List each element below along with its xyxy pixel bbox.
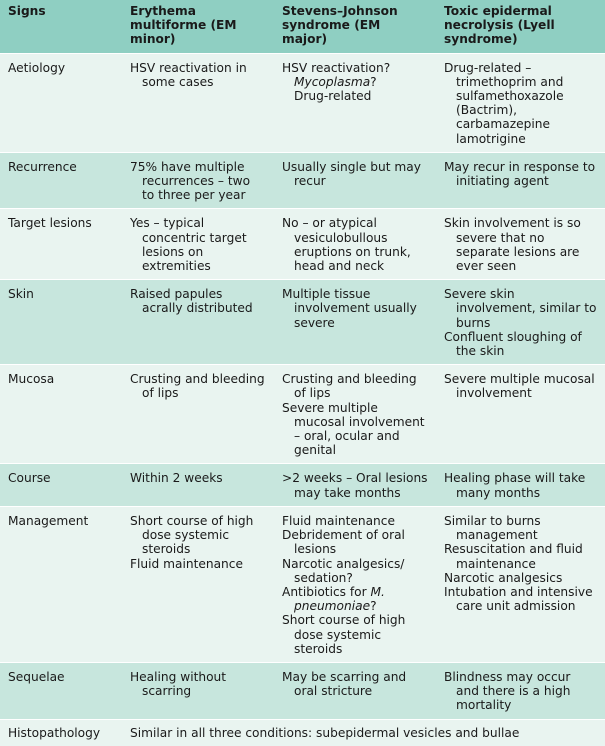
cell: HSV reactivation in some cases (122, 52, 274, 153)
cell: Yes – typical concentric target lesions … (122, 208, 274, 280)
sign-cell: Skin (0, 279, 122, 365)
sign-cell: Aetiology (0, 52, 122, 153)
cell-span: Similar in all three conditions: subepid… (122, 718, 605, 746)
cell: No – or atypical vesiculobullous eruptio… (274, 208, 436, 280)
cell: >2 weeks – Oral lesions may take months (274, 463, 436, 507)
cell: Fluid maintenance Debridement of oral le… (274, 505, 436, 663)
cell: Healing phase will take many months (436, 463, 605, 507)
sign-cell: Management (0, 505, 122, 663)
table-row: Management Short course of high dose sys… (0, 505, 605, 663)
cell: HSV reactivation? Mycoplasma? Drug-relat… (274, 52, 436, 153)
cell: Within 2 weeks (122, 463, 274, 507)
cell: Drug-related – trimethoprim and sulfamet… (436, 52, 605, 153)
cell: Skin involvement is so severe that no se… (436, 208, 605, 280)
table-row: Histopathology Similar in all three cond… (0, 718, 605, 746)
table-row: Sequelae Healing without scarring May be… (0, 661, 605, 720)
sign-cell: Course (0, 463, 122, 507)
sign-cell: Target lesions (0, 208, 122, 280)
cell: Severe multiple mucosal involvement (436, 364, 605, 464)
sign-cell: Sequelae (0, 661, 122, 720)
header-signs: Signs (0, 0, 122, 54)
header-stevens-johnson: Stevens–Johnson syndrome (EM major) (274, 0, 436, 54)
table-row: Skin Raised papules acrally distributed … (0, 279, 605, 365)
header-erythema-multiforme: Erythema multiforme (EM minor) (122, 0, 274, 54)
cell: Blindness may occur and there is a high … (436, 661, 605, 720)
sign-cell: Histopathology (0, 718, 122, 746)
table-row: Target lesions Yes – typical concentric … (0, 208, 605, 280)
table-row: Aetiology HSV reactivation in some cases… (0, 52, 605, 153)
cell: Usually single but may recur (274, 151, 436, 209)
cell: Multiple tissue involvement usually seve… (274, 279, 436, 365)
cell: Crusting and bleeding of lips (122, 364, 274, 464)
cell: Similar to burns management Resuscitatio… (436, 505, 605, 663)
cell: 75% have multiple recurrences – two to t… (122, 151, 274, 209)
cell: Crusting and bleeding of lips Severe mul… (274, 364, 436, 464)
cell: Short course of high dose systemic stero… (122, 505, 274, 663)
table-row: Mucosa Crusting and bleeding of lips Cru… (0, 364, 605, 464)
header-row: Signs Erythema multiforme (EM minor) Ste… (0, 0, 605, 54)
sign-cell: Mucosa (0, 364, 122, 464)
table-row: Recurrence 75% have multiple recurrences… (0, 151, 605, 209)
cell: Severe skin involvement, similar to burn… (436, 279, 605, 365)
table-row: Course Within 2 weeks >2 weeks – Oral le… (0, 463, 605, 507)
sign-cell: Recurrence (0, 151, 122, 209)
cell: Healing without scarring (122, 661, 274, 720)
header-toxic-epidermal-necrolysis: Toxic epidermal necrolysis (Lyell syndro… (436, 0, 605, 54)
cell: Raised papules acrally distributed (122, 279, 274, 365)
cell: May be scarring and oral stricture (274, 661, 436, 720)
cell: May recur in response to initiating agen… (436, 151, 605, 209)
